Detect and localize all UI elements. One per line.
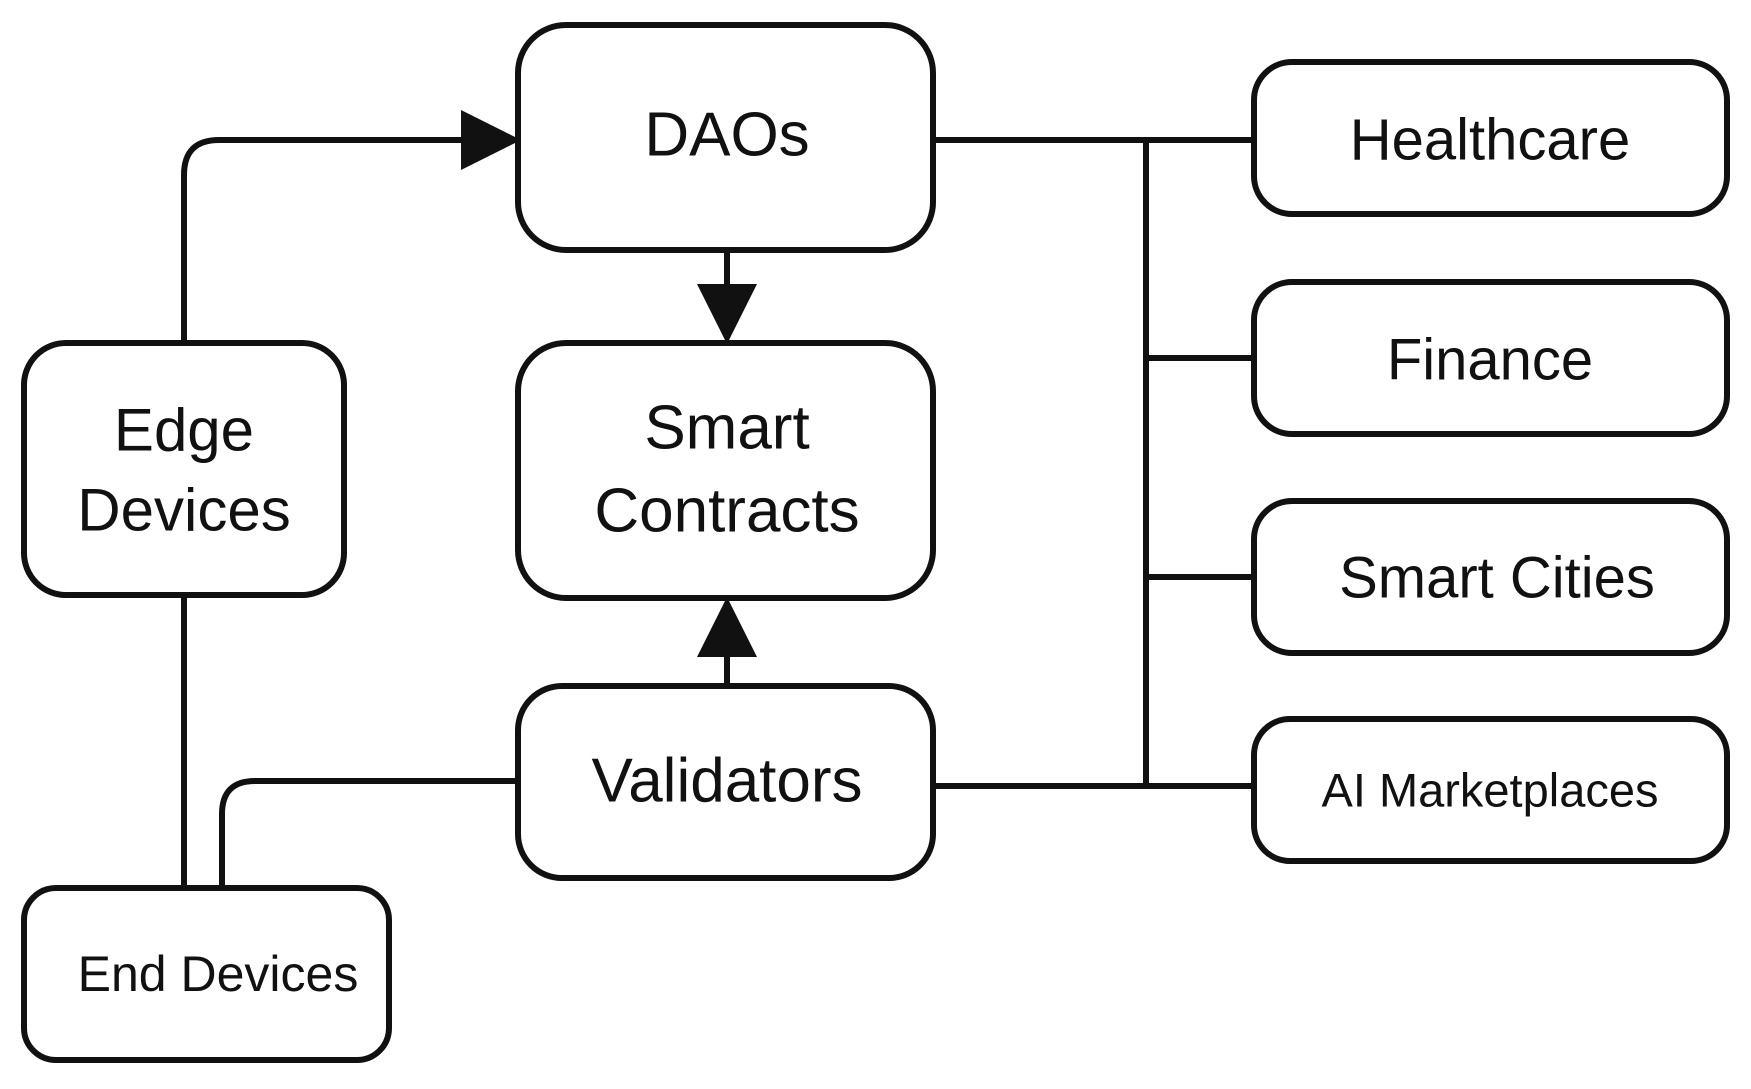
node-finance: Finance	[1251, 279, 1730, 437]
finance-label: Finance	[1387, 328, 1593, 393]
node-smart-contracts: Smart Contracts	[515, 340, 936, 601]
validators-label: Validators	[591, 747, 862, 816]
node-end-devices: End Devices	[21, 885, 392, 1063]
smart-cities-box	[1251, 498, 1730, 656]
edge-devices-label-line-2: Devices	[77, 477, 290, 544]
smart-cities-label: Smart Cities	[1339, 546, 1655, 611]
connectors	[181, 110, 1254, 890]
healthcare-box	[1251, 59, 1730, 217]
node-daos: DAOs	[515, 22, 936, 253]
edge-devices-label-line-1: Edge	[114, 397, 254, 464]
finance-box	[1251, 279, 1730, 437]
edge-devices-box	[21, 340, 347, 598]
end-devices-box	[21, 885, 392, 1063]
validators-to-end-devices-connector	[219, 778, 516, 890]
node-edge-devices: Edge Devices	[21, 340, 347, 598]
validators-box	[515, 683, 936, 881]
edge-devices-to-daos-connector	[181, 110, 521, 340]
node-ai-marketplaces: AI Marketplaces	[1251, 716, 1730, 864]
ai-marketplaces-box	[1251, 716, 1730, 864]
node-smart-cities: Smart Cities	[1251, 498, 1730, 656]
node-validators: Validators	[515, 683, 936, 881]
healthcare-label: Healthcare	[1350, 108, 1630, 173]
smart-contracts-label-line-1: Smart	[644, 394, 809, 463]
end-devices-label: End Devices	[78, 946, 359, 1002]
daos-label: DAOs	[644, 101, 809, 170]
smart-contracts-box	[515, 340, 936, 601]
node-healthcare: Healthcare	[1251, 59, 1730, 217]
daos-box	[515, 22, 936, 253]
ai-marketplaces-label: AI Marketplaces	[1322, 764, 1659, 817]
smart-contracts-label-line-2: Contracts	[594, 477, 859, 546]
